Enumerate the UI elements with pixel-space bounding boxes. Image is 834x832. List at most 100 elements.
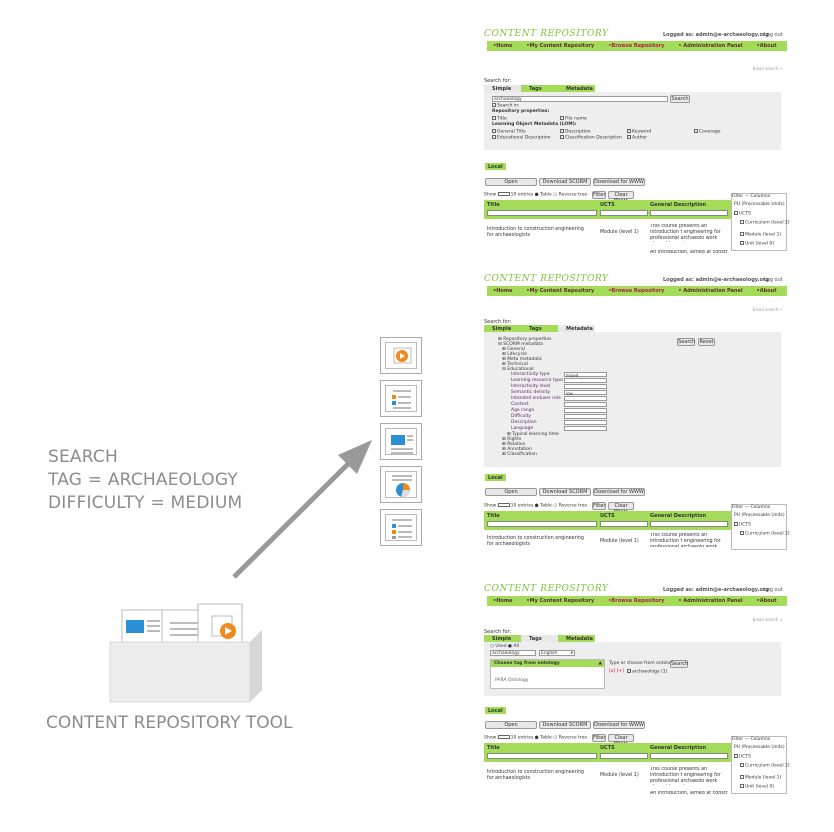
reset-button[interactable]: Reset — [698, 338, 715, 346]
col-description[interactable]: General Description — [650, 745, 707, 751]
tree-item[interactable]: ⊞ Relation — [502, 442, 526, 447]
download-scorm-button[interactable]: Download SCORM — [539, 178, 591, 186]
nav-about[interactable]: •About — [756, 598, 777, 604]
logout-link[interactable]: Log out — [764, 277, 783, 283]
tree-item[interactable]: ⊟ SCORM metadata — [498, 342, 543, 347]
tab-simple[interactable]: Simple — [484, 635, 521, 642]
clear-filters-button[interactable]: Clear filters — [608, 502, 634, 515]
local-tab[interactable]: Local — [485, 474, 506, 481]
table-row[interactable]: Introduction to construction engineering… — [487, 227, 584, 238]
checkbox-classification-description[interactable]: Classification Description — [560, 135, 622, 141]
col-title[interactable]: Title — [487, 202, 500, 208]
col-title[interactable]: Title — [487, 513, 500, 519]
tab-tags[interactable]: Tags — [521, 325, 558, 332]
nav-admin[interactable]: • Administration Panel — [678, 598, 743, 604]
open-button[interactable]: Open — [485, 488, 537, 496]
table-row[interactable]: Introduction to construction engineering… — [487, 770, 587, 782]
tree-item[interactable]: ⊞ Typical learning time — [507, 432, 559, 437]
email-search-link[interactable]: Email search » — [752, 617, 782, 622]
filter-title-input[interactable] — [487, 521, 597, 527]
email-search-link[interactable]: Email search » — [752, 307, 782, 312]
nav-my-content[interactable]: •My Content Repository — [526, 598, 595, 604]
nav-home[interactable]: •Home — [493, 598, 513, 604]
nav-admin[interactable]: • Administration Panel — [678, 43, 743, 49]
download-www-button[interactable]: Download for WWW — [593, 488, 645, 496]
nav-browse[interactable]: •Browse Repository — [608, 598, 665, 604]
col-title[interactable]: Title — [487, 745, 500, 751]
tree-item[interactable]: ⊞ Technical — [502, 362, 528, 367]
download-www-button[interactable]: Download for WWW — [593, 721, 645, 729]
ontology-item[interactable]: PARA Ontology — [495, 678, 529, 683]
email-search-link[interactable]: Email search » — [752, 66, 782, 71]
col-ucts[interactable]: UCTS — [600, 202, 615, 208]
col-description[interactable]: General Description — [650, 202, 707, 208]
open-button[interactable]: Open — [485, 178, 537, 186]
download-scorm-button[interactable]: Download SCORM — [539, 721, 591, 729]
interactivity-type-field[interactable]: mixed — [564, 372, 607, 378]
tree-item[interactable]: ⊞ Annotation — [502, 447, 532, 452]
tab-simple[interactable]: Simple — [484, 85, 521, 92]
nav-about[interactable]: •About — [756, 43, 777, 49]
tab-metadata[interactable]: Metadata — [558, 325, 595, 332]
age-range-field[interactable] — [564, 408, 607, 413]
search-button[interactable]: Search — [670, 95, 690, 103]
logout-link[interactable]: Log out — [764, 32, 783, 38]
language-select[interactable]: English▾ — [539, 650, 575, 656]
filter-ucts-input[interactable] — [600, 753, 648, 759]
tab-simple[interactable]: Simple — [484, 325, 521, 332]
interactivity-level-field[interactable] — [564, 384, 607, 389]
col-ucts[interactable]: UCTS — [600, 513, 615, 519]
tree-item[interactable]: ⊞ Meta metadata — [502, 357, 542, 362]
tab-tags[interactable]: Tags — [521, 635, 558, 642]
filter-button[interactable]: Filter — [592, 502, 606, 510]
filter-title-input[interactable] — [487, 210, 597, 216]
local-tab[interactable]: Local — [485, 707, 506, 714]
search-button[interactable]: Search — [677, 338, 696, 346]
checkbox-description[interactable]: Description — [560, 129, 591, 135]
logout-link[interactable]: Log out — [764, 587, 783, 593]
download-scorm-button[interactable]: Download SCORM — [539, 488, 591, 496]
clear-filters-button[interactable]: Clear filters — [608, 191, 634, 204]
used-all-radios[interactable]: ○ Used ● All — [490, 644, 520, 649]
table-row[interactable]: Introduction to construction engineering… — [487, 536, 584, 547]
tree-item[interactable]: ⊟ Educational — [502, 367, 534, 372]
filter-description-input[interactable] — [650, 753, 728, 759]
nav-my-content[interactable]: •My Content Repository — [526, 43, 595, 49]
checkbox-educational-description[interactable]: Educational Description — [492, 135, 550, 141]
nav-admin[interactable]: • Administration Panel — [678, 288, 743, 294]
search-button[interactable]: Search — [670, 660, 689, 668]
col-description[interactable]: General Description — [650, 513, 707, 519]
tree-item[interactable]: ⊞ Repository properties — [498, 337, 552, 342]
difficulty-field[interactable] — [564, 414, 607, 419]
filter-button[interactable]: Filter — [592, 191, 606, 199]
language-field[interactable] — [564, 426, 607, 431]
nav-my-content[interactable]: •My Content Repository — [526, 288, 595, 294]
ontology-dropdown[interactable]: Choose tag from ontology▲ PARA Ontology — [490, 659, 605, 689]
semantic-density-field[interactable]: low — [564, 390, 607, 396]
tree-item[interactable]: ⊞ General — [502, 347, 525, 352]
filter-description-input[interactable] — [650, 521, 728, 527]
nav-home[interactable]: •Home — [493, 288, 513, 294]
tab-tags[interactable]: Tags — [521, 85, 558, 92]
col-ucts[interactable]: UCTS — [600, 745, 615, 751]
nav-about[interactable]: •About — [756, 288, 777, 294]
clear-filters-button[interactable]: Clear filters — [608, 734, 634, 747]
download-www-button[interactable]: Download for WWW — [593, 178, 645, 186]
checkbox-title[interactable]: Title — [492, 116, 507, 122]
filter-title-input[interactable] — [487, 753, 597, 759]
tab-metadata[interactable]: Metadata — [558, 85, 595, 92]
checkbox-filename[interactable]: File name — [560, 116, 587, 122]
search-input[interactable]: archaeology — [492, 96, 668, 102]
checkbox-general-title[interactable]: General Title — [492, 129, 526, 135]
tag-input[interactable]: archaeology — [490, 650, 536, 656]
enduser-role-field[interactable] — [564, 396, 607, 401]
filter-ucts-input[interactable] — [600, 521, 648, 527]
tree-item[interactable]: ⊞ Classification — [502, 452, 537, 457]
checkbox-author[interactable]: Author — [627, 135, 647, 141]
filter-ucts-input[interactable] — [600, 210, 648, 216]
resource-type-field[interactable] — [564, 378, 607, 383]
description-field[interactable] — [564, 420, 607, 425]
local-tab[interactable]: Local — [485, 163, 506, 170]
open-button[interactable]: Open — [485, 721, 537, 729]
tag-controls[interactable]: [x] [+] — [609, 669, 624, 674]
